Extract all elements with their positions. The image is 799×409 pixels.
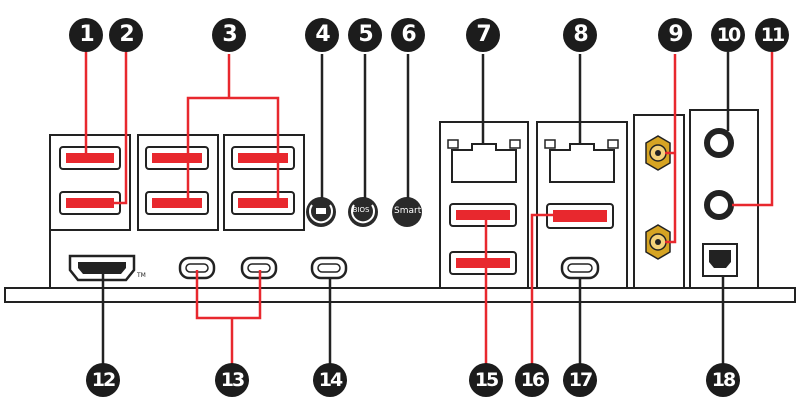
optical-spdif-port xyxy=(702,243,738,277)
callout-16: 16 xyxy=(515,363,549,397)
callout-12: 12 xyxy=(86,363,120,397)
callout-3: 3 xyxy=(212,18,246,52)
callout-1: 1 xyxy=(69,18,103,52)
smart-button-label: Smart xyxy=(394,206,422,216)
usb-c-port xyxy=(560,256,600,280)
usb-block-3 xyxy=(223,134,305,231)
usb-c-port xyxy=(310,256,348,280)
lan-block-1 xyxy=(439,121,529,289)
audio-jack xyxy=(704,190,734,220)
callout-5: 5 xyxy=(348,18,382,52)
lan-block-2 xyxy=(536,121,628,289)
hdmi-trademark: TM xyxy=(137,272,146,279)
smart-button-graphic xyxy=(392,197,422,227)
wifi-antenna-connector xyxy=(645,224,671,260)
callout-15: 15 xyxy=(469,363,503,397)
callout-2: 2 xyxy=(109,18,143,52)
audio-jack xyxy=(704,128,734,158)
callout-6: 6 xyxy=(391,18,425,52)
callout-9: 9 xyxy=(658,18,692,52)
callout-4: 4 xyxy=(305,18,339,52)
callout-13: 13 xyxy=(215,363,249,397)
callout-8: 8 xyxy=(563,18,597,52)
ethernet-port xyxy=(451,143,517,183)
ethernet-port xyxy=(549,143,615,183)
usb-block-1 xyxy=(49,134,131,231)
callout-14: 14 xyxy=(313,363,347,397)
callout-7: 7 xyxy=(466,18,500,52)
io-shield-base xyxy=(4,287,796,303)
callout-11: 11 xyxy=(755,18,789,52)
wifi-block xyxy=(633,114,685,289)
usb-block-2 xyxy=(137,134,219,231)
callout-10: 10 xyxy=(711,18,745,52)
audio-block xyxy=(689,109,759,289)
wifi-antenna-connector xyxy=(645,135,671,171)
flash-bios-button-label: BIOS xyxy=(352,206,370,214)
leader-lines xyxy=(84,50,774,368)
callout-17: 17 xyxy=(563,363,597,397)
callout-18: 18 xyxy=(706,363,740,397)
